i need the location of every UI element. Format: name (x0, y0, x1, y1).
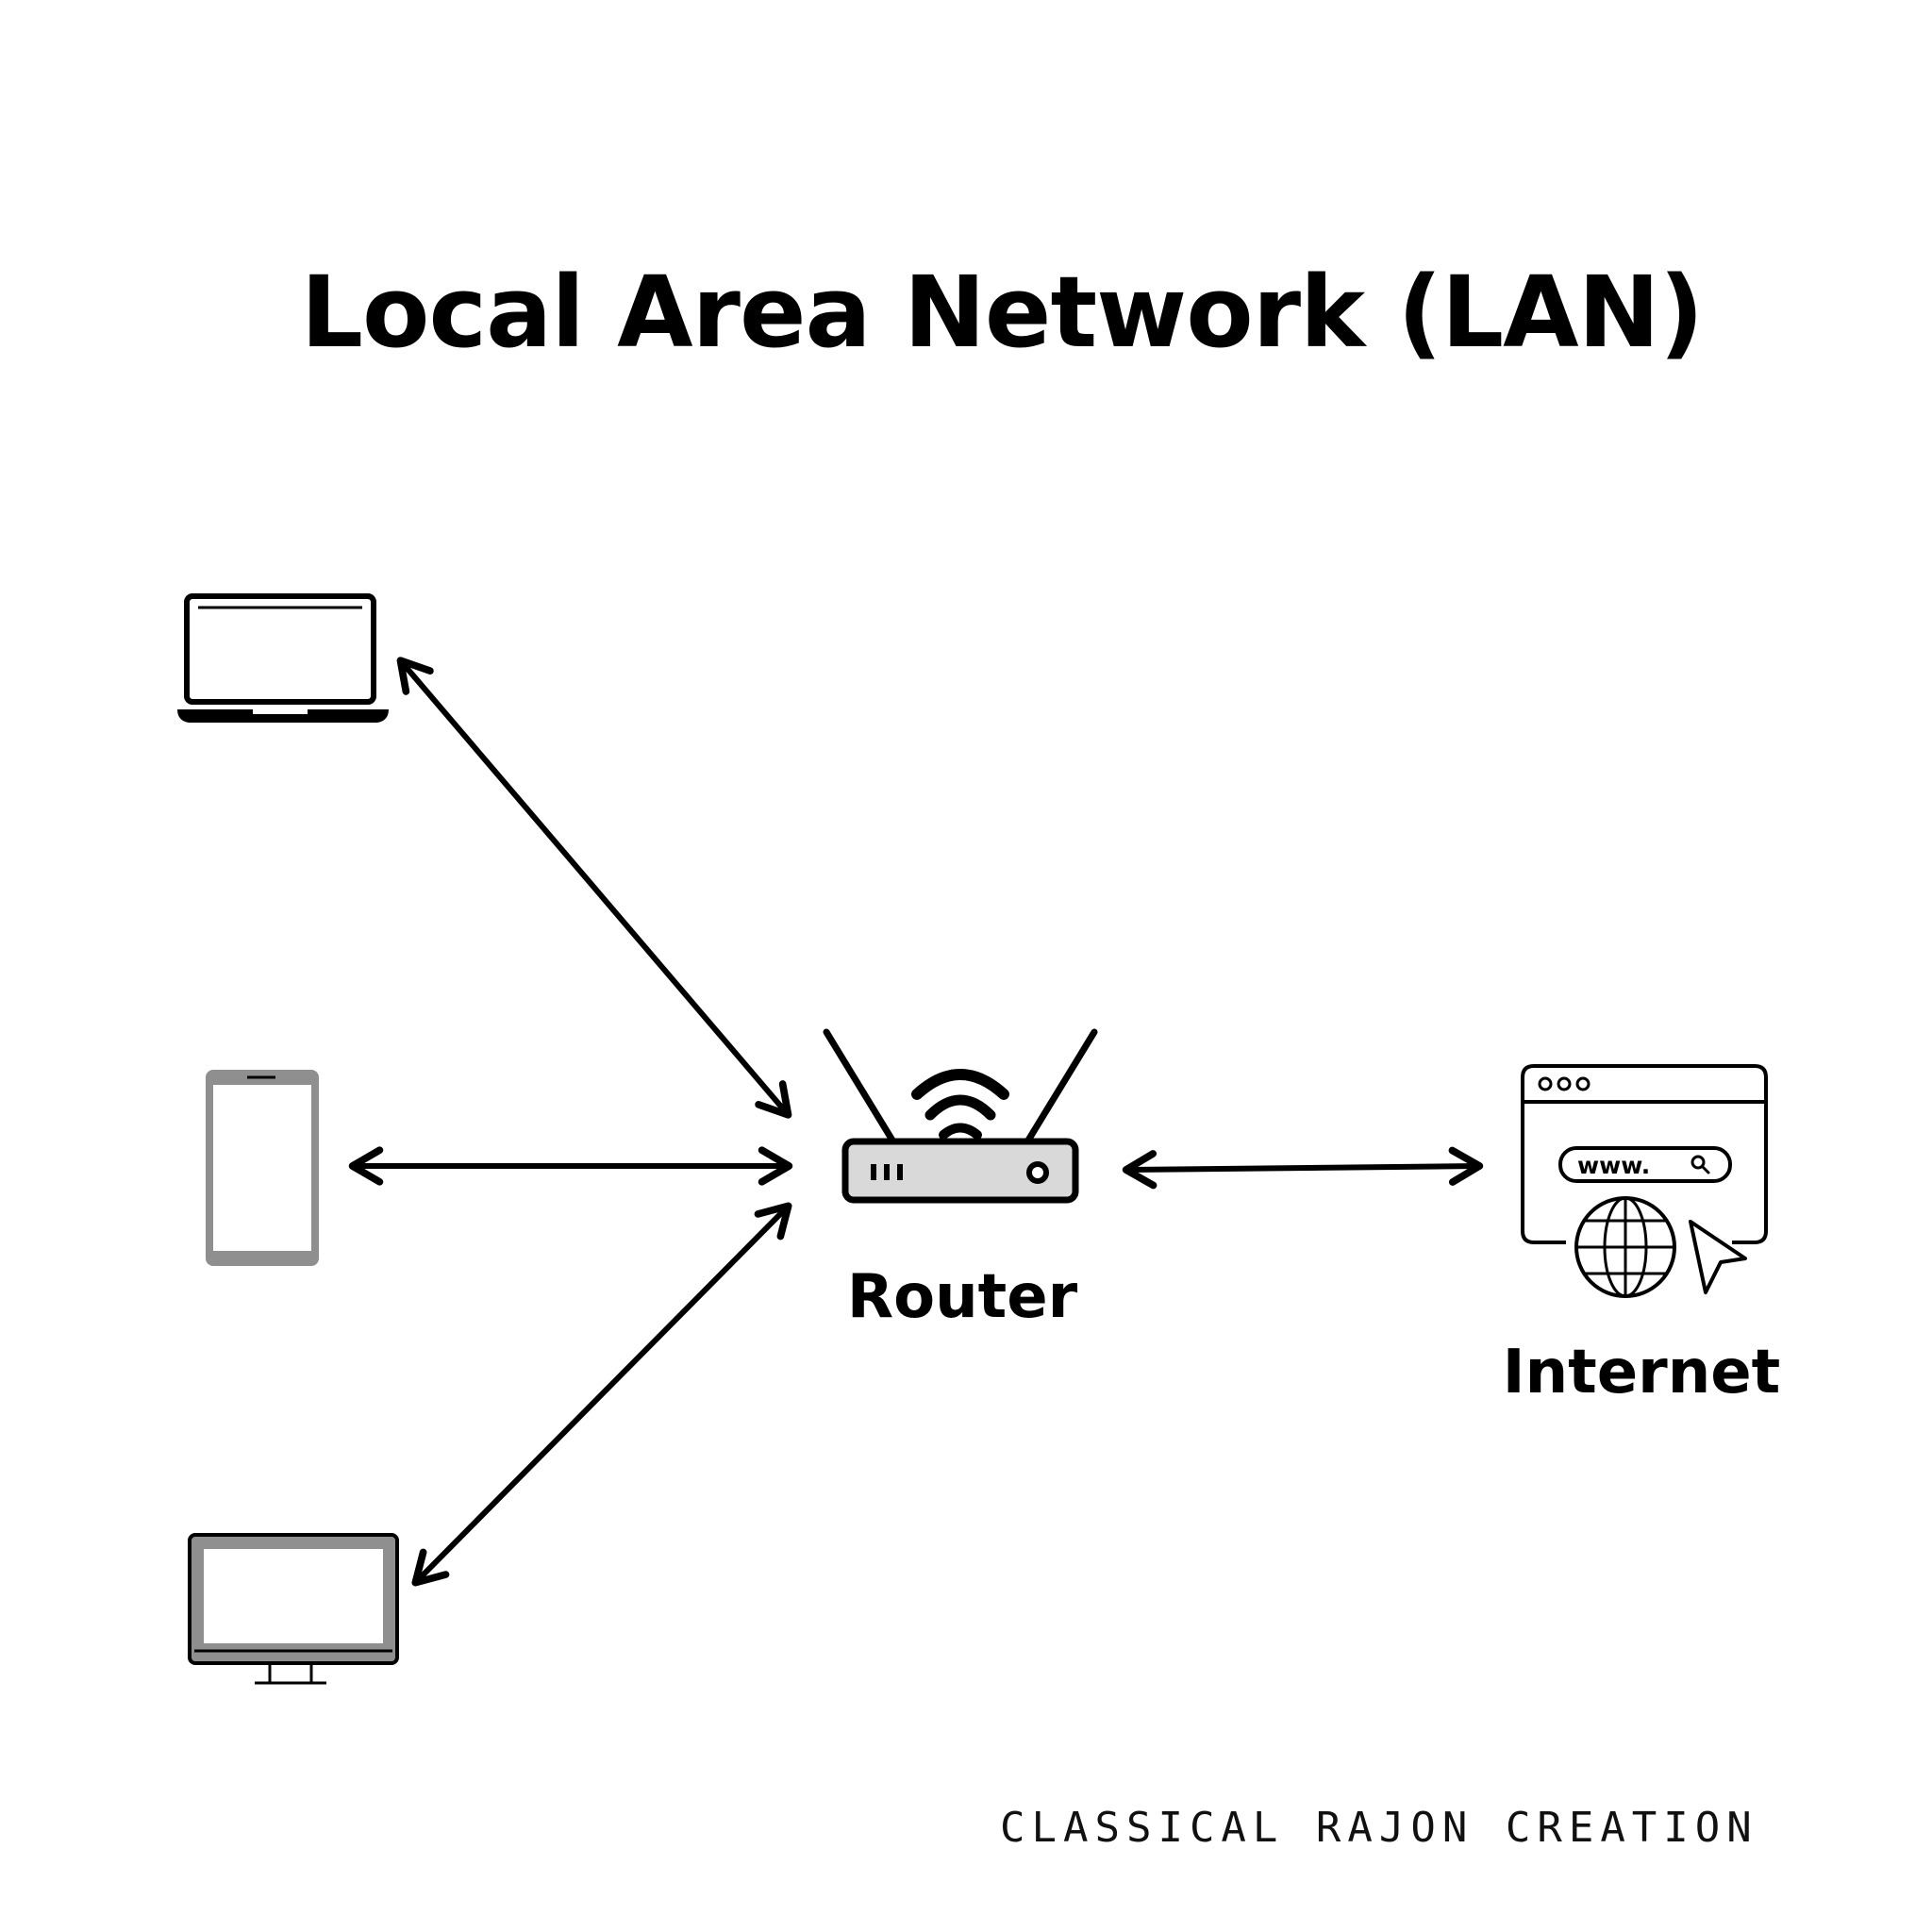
laptop-icon (177, 593, 389, 723)
smartphone-icon (206, 1070, 319, 1266)
arrow-router-internet (1122, 1146, 1484, 1190)
arrow-laptop-router (396, 657, 792, 1119)
credit-text: CLASSICAL RAJON CREATION (1000, 1804, 1758, 1852)
arrow-desktop-router (411, 1202, 792, 1587)
router-icon (823, 1028, 1098, 1204)
internet-browser-icon: www. (1521, 1064, 1768, 1298)
desktop-monitor-icon (188, 1533, 399, 1685)
url-text: www. (1577, 1152, 1650, 1179)
diagram-title: Local Area Network (LAN) (300, 255, 1704, 370)
cursor-icon (1689, 1220, 1747, 1294)
globe-icon (1574, 1196, 1676, 1298)
internet-label: Internet (1502, 1338, 1781, 1407)
router-label: Router (846, 1262, 1078, 1332)
